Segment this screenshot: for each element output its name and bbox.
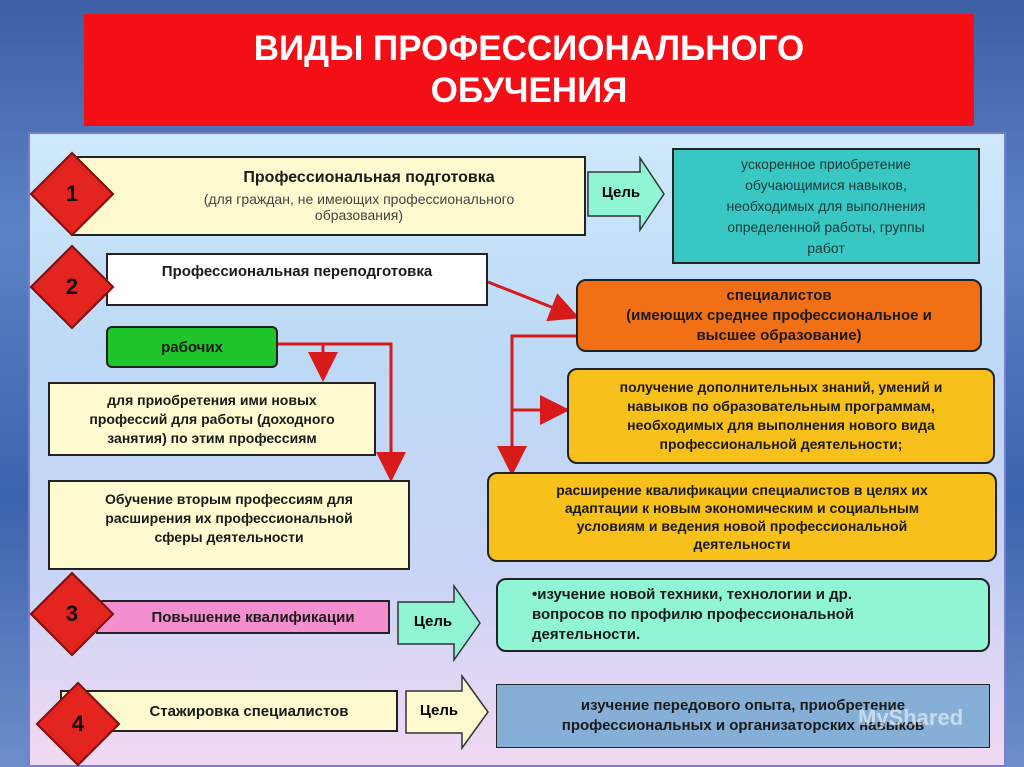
item-2-title: Профессиональная переподготовка <box>161 263 433 280</box>
item-3-title: Повышение квалификации <box>151 608 355 626</box>
item-1-target-arrow <box>587 155 665 233</box>
workers-goal-1: для приобретения ими новых профессий для… <box>48 382 376 456</box>
workers-goal-1-line: занятия) по этим профессиям <box>107 429 317 446</box>
specialists-line: специалистов <box>726 286 832 304</box>
item-2-box: Профессиональная переподготовка <box>106 253 488 306</box>
arrow-workers-goal2 <box>278 342 406 482</box>
item-1-goal-line: определенной работы, группы <box>727 218 925 235</box>
specialists-line: (имеющих среднее профессиональное и <box>626 306 932 324</box>
item-1-box: Профессиональная подготовка (для граждан… <box>72 156 586 236</box>
page-title: ВИДЫ ПРОФЕССИОНАЛЬНОГО ОБУЧЕНИЯ <box>84 14 974 126</box>
specialists-goal-1-line: получение дополнительных знаний, умений … <box>619 379 943 395</box>
specialists-goal-2-line: расширение квалификации специалистов в ц… <box>556 482 928 498</box>
item-4-title: Стажировка специалистов <box>149 702 349 720</box>
specialists-goal-2-line: условиям и ведения новой профессионально… <box>576 518 908 534</box>
specialists-box: специалистов (имеющих среднее профессион… <box>576 279 982 352</box>
item-1-target-label: Цель <box>601 184 641 201</box>
workers-goal-2-line: сферы деятельности <box>154 529 304 545</box>
item-3-target-arrow <box>397 583 481 663</box>
item-1-number: 1 <box>65 181 79 206</box>
item-4-goal-line: профессиональных и организаторских навык… <box>561 717 925 734</box>
item-3-box: Повышение квалификации <box>96 600 390 634</box>
specialists-goal-2-line: адаптации к новым экономическим и социал… <box>564 500 920 516</box>
item-1-note-2: образования) <box>314 207 404 223</box>
specialists-line: высшее образование) <box>696 326 862 344</box>
item-1-goal-line: работ <box>807 239 845 256</box>
arrow-workers-goal1 <box>278 342 338 382</box>
item-4-target-label: Цель <box>419 702 459 719</box>
item-4-goal-line: изучение передового опыта, приобретение <box>580 697 906 714</box>
arrow-to-specialists <box>487 280 580 322</box>
workers-box: рабочих <box>106 326 278 368</box>
workers-goal-2-line: расширения их профессиональной <box>105 510 353 526</box>
item-1-goal-line: обучающимися навыков, <box>745 176 907 193</box>
arrow-spec-goal1 <box>510 334 576 425</box>
item-4-number: 4 <box>71 711 85 736</box>
item-1-goal-line: необходимых для выполнения <box>726 197 926 214</box>
workers-goal-1-line: профессий для работы (доходного <box>89 410 335 427</box>
item-3-goal-line: деятельности. <box>532 626 641 643</box>
specialists-goal-1-line: профессиональной деятельности; <box>659 436 903 452</box>
title-line-2: ОБУЧЕНИЯ <box>430 71 628 110</box>
item-3-goal: •изучение новой техники, технологии и др… <box>496 578 990 652</box>
workers-goal-2: Обучение вторым профессиям для расширени… <box>48 480 410 570</box>
specialists-goal-2-line: деятельности <box>693 536 791 552</box>
title-line-1: ВИДЫ ПРОФЕССИОНАЛЬНОГО <box>253 29 805 68</box>
workers-goal-1-line: для приобретения ими новых <box>107 391 317 408</box>
specialists-goal-1-line: навыков по образовательным программам, <box>627 398 935 414</box>
workers-label: рабочих <box>161 338 223 356</box>
item-1-goal: ускоренное приобретение обучающимися нав… <box>672 148 980 264</box>
workers-goal-2-line: Обучение вторым профессиям для <box>105 491 353 507</box>
item-1-note-1: (для граждан, не имеющих профессионально… <box>203 191 515 207</box>
item-4-goal: изучение передового опыта, приобретение … <box>496 684 990 748</box>
item-3-goal-line: вопросов по профилю профессиональной <box>532 606 855 623</box>
item-3-number: 3 <box>65 601 79 626</box>
specialists-goal-1-line: необходимых для выполнения нового вида <box>627 417 935 433</box>
specialists-goal-2: расширение квалификации специалистов в ц… <box>487 472 997 562</box>
item-1-title: Профессиональная подготовка <box>243 169 495 186</box>
specialists-goal-1: получение дополнительных знаний, умений … <box>567 368 995 464</box>
watermark: MyShared <box>858 705 964 730</box>
item-4-target-arrow <box>405 673 489 751</box>
item-3-goal-line: •изучение новой техники, технологии и др… <box>532 586 852 603</box>
item-2-number: 2 <box>65 274 79 299</box>
item-1-goal-line: ускоренное приобретение <box>741 155 911 172</box>
item-3-target-label: Цель <box>413 613 453 630</box>
